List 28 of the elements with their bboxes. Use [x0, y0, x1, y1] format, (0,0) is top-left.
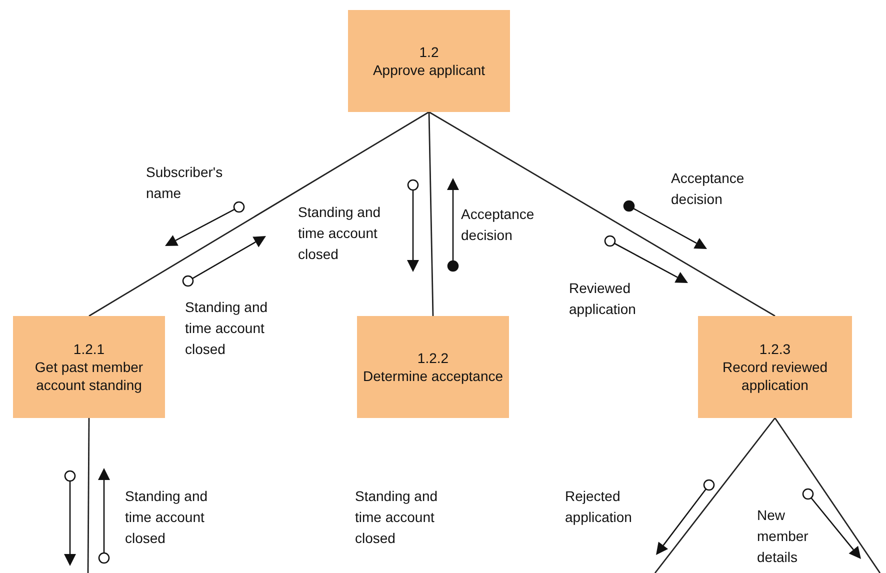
process-name: Record reviewed application [721, 358, 829, 394]
process-number: 1.2.3 [759, 340, 791, 358]
process-number: 1.2.1 [73, 340, 105, 358]
data-couple-label: Standing and time account closed [125, 487, 209, 548]
data-couple-label: Subscriber's name [146, 163, 224, 203]
process-number: 1.2 [419, 43, 439, 61]
data-couple-label: Rejected application [565, 487, 633, 527]
process-name: Approve applicant [372, 61, 486, 79]
connector-line [88, 111, 430, 317]
data-couple-label: Acceptance decision [461, 205, 536, 245]
connector-line [654, 418, 776, 573]
connector-line [428, 111, 776, 317]
data-couple-label: Reviewed application [569, 279, 637, 319]
process-box [348, 10, 510, 112]
process-box [357, 316, 509, 418]
connector-line [428, 112, 434, 316]
process-name: Get past member account standing [34, 358, 144, 394]
process-number: 1.2.2 [417, 349, 449, 367]
process-box [698, 316, 852, 418]
data-couple-label: Acceptance decision [671, 169, 746, 209]
data-couple-label: Standing and time account closed [355, 487, 439, 548]
data-couple-label: Standing and time account closed [298, 203, 382, 264]
connector-line [774, 418, 881, 573]
process-name: Determine acceptance [362, 367, 504, 385]
data-couple-label: Standing and time account closed [185, 298, 269, 359]
process-box [13, 316, 165, 418]
connector-line [87, 418, 90, 573]
data-couple-label: New member details [757, 506, 810, 567]
